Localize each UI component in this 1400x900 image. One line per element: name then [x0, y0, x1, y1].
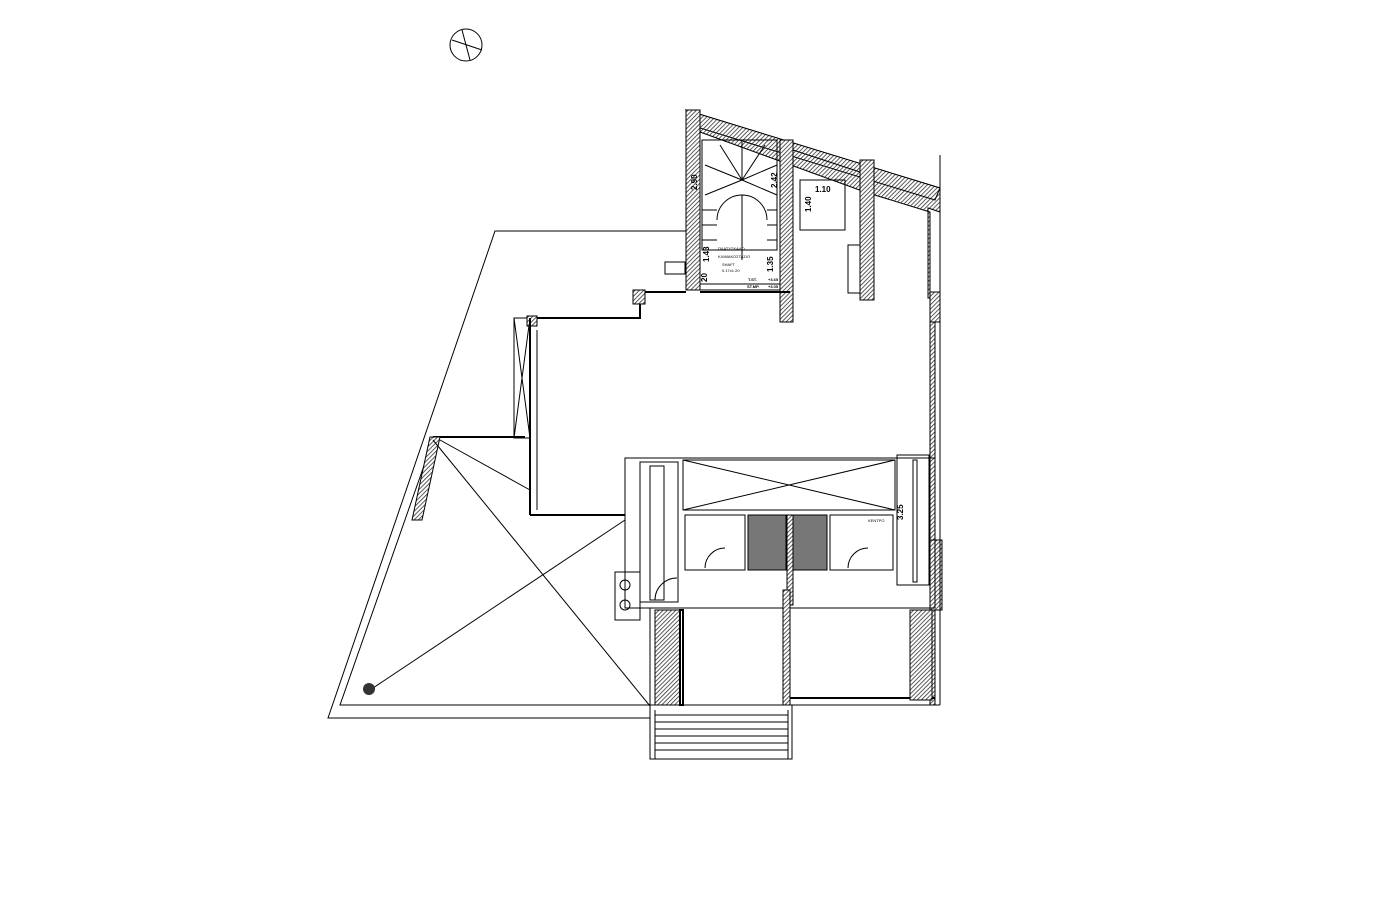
lower-wing: [649, 589, 933, 760]
wc-left: [684, 514, 746, 571]
svg-text:+3.65: +3.65: [768, 277, 779, 282]
svg-text:1.10: 1.10: [815, 185, 831, 194]
svg-text:ΠΛΑΤΥΣΚΑΛΟ: ΠΛΑΤΥΣΚΑΛΟ: [718, 246, 745, 251]
svg-text:SHAFT: SHAFT: [722, 262, 736, 267]
wc-right: [829, 514, 894, 571]
svg-text:3.25: 3.25: [896, 504, 905, 520]
svg-text:1.35: 1.35: [766, 256, 775, 272]
svg-text:+3.05: +3.05: [768, 284, 779, 289]
svg-text:20: 20: [700, 273, 709, 282]
entrance-steps: [649, 704, 793, 760]
svg-text:ΚΕΝΤΡΟ: ΚΕΝΤΡΟ: [868, 518, 884, 523]
service-core: 3.25 ΚΕΝΤΡΟ: [614, 454, 936, 621]
svg-text:2.42: 2.42: [770, 172, 779, 188]
walls: [526, 109, 943, 706]
svg-text:ΚΛΙΜΑΚΟΣΤΑΣΙΟ: ΚΛΙΜΑΚΟΣΤΑΣΙΟ: [718, 254, 750, 259]
svg-text:ST.MP.: ST.MP.: [747, 284, 759, 289]
svg-text:T.ST.: T.ST.: [748, 277, 757, 282]
lift: [799, 179, 846, 231]
north-arrow-icon: [449, 28, 483, 62]
svg-text:1.43: 1.43: [702, 246, 711, 262]
drain-icon: [363, 683, 375, 695]
svg-text:1.40: 1.40: [804, 196, 813, 212]
main-staircase: 2.90 2.42 1.10 1.40 1.43 1.35 20 ΠΛΑΤΥΣΚ…: [664, 139, 861, 294]
svg-text:2.90: 2.90: [690, 174, 699, 190]
svg-text:0.17x1.20: 0.17x1.20: [722, 268, 740, 273]
